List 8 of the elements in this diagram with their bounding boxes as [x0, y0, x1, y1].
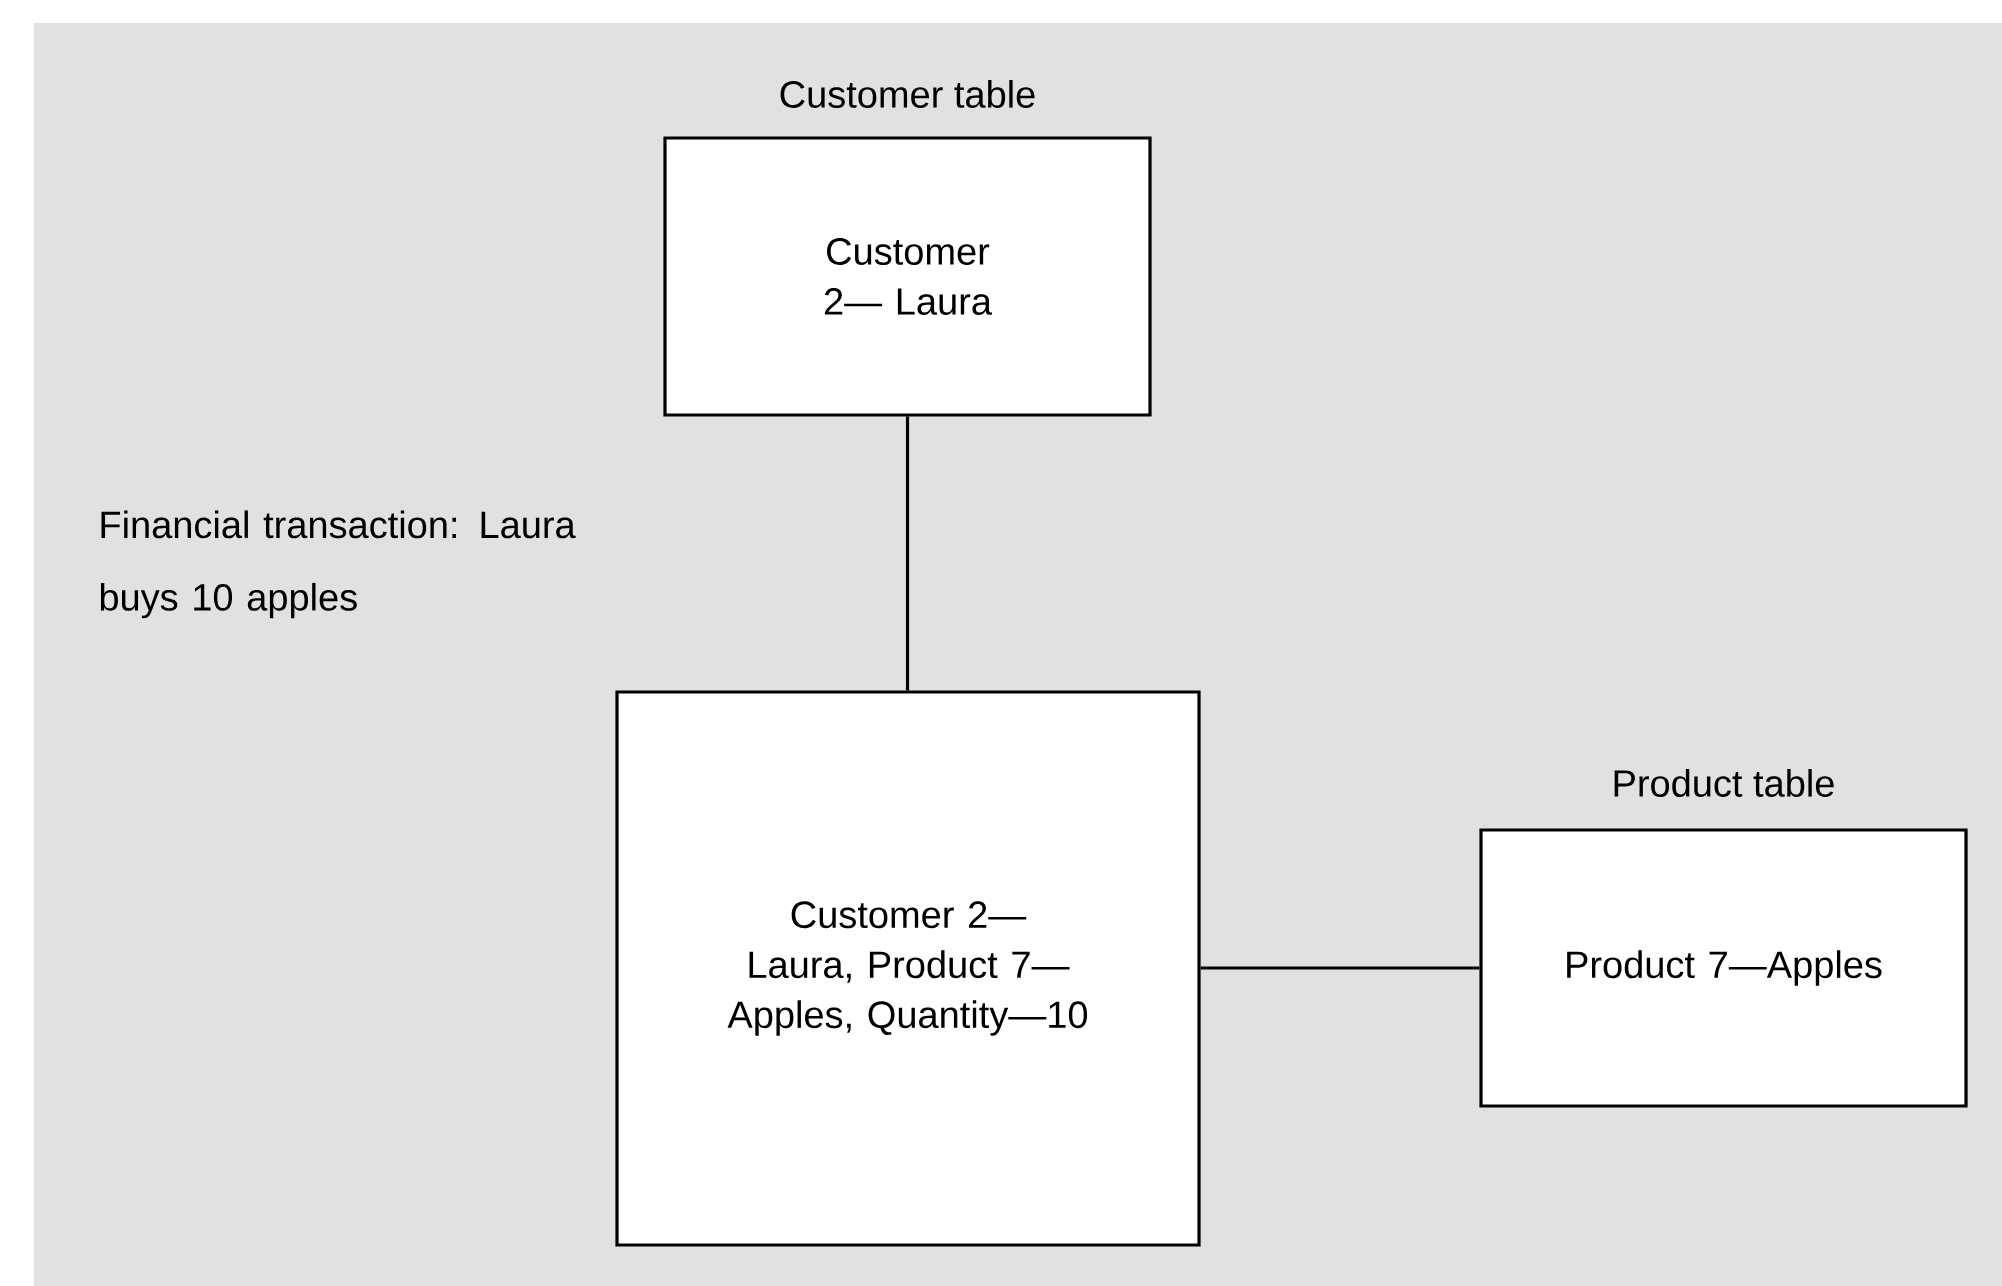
note-text: Financial transaction: Laura buys 10 apples	[100, 510, 576, 619]
table-box: Customer 2—Laura, Product 7—Apples, Quantity—10	[615, 690, 1201, 1247]
table-title: Customer table	[780, 80, 1035, 108]
table-box: Customer 2— Laura	[663, 136, 1152, 417]
table-box: Product 7—Apples	[1479, 828, 1968, 1108]
table-title: Product table	[1614, 769, 1834, 797]
connector-line	[1200, 966, 1480, 970]
connector-line	[905, 416, 910, 691]
